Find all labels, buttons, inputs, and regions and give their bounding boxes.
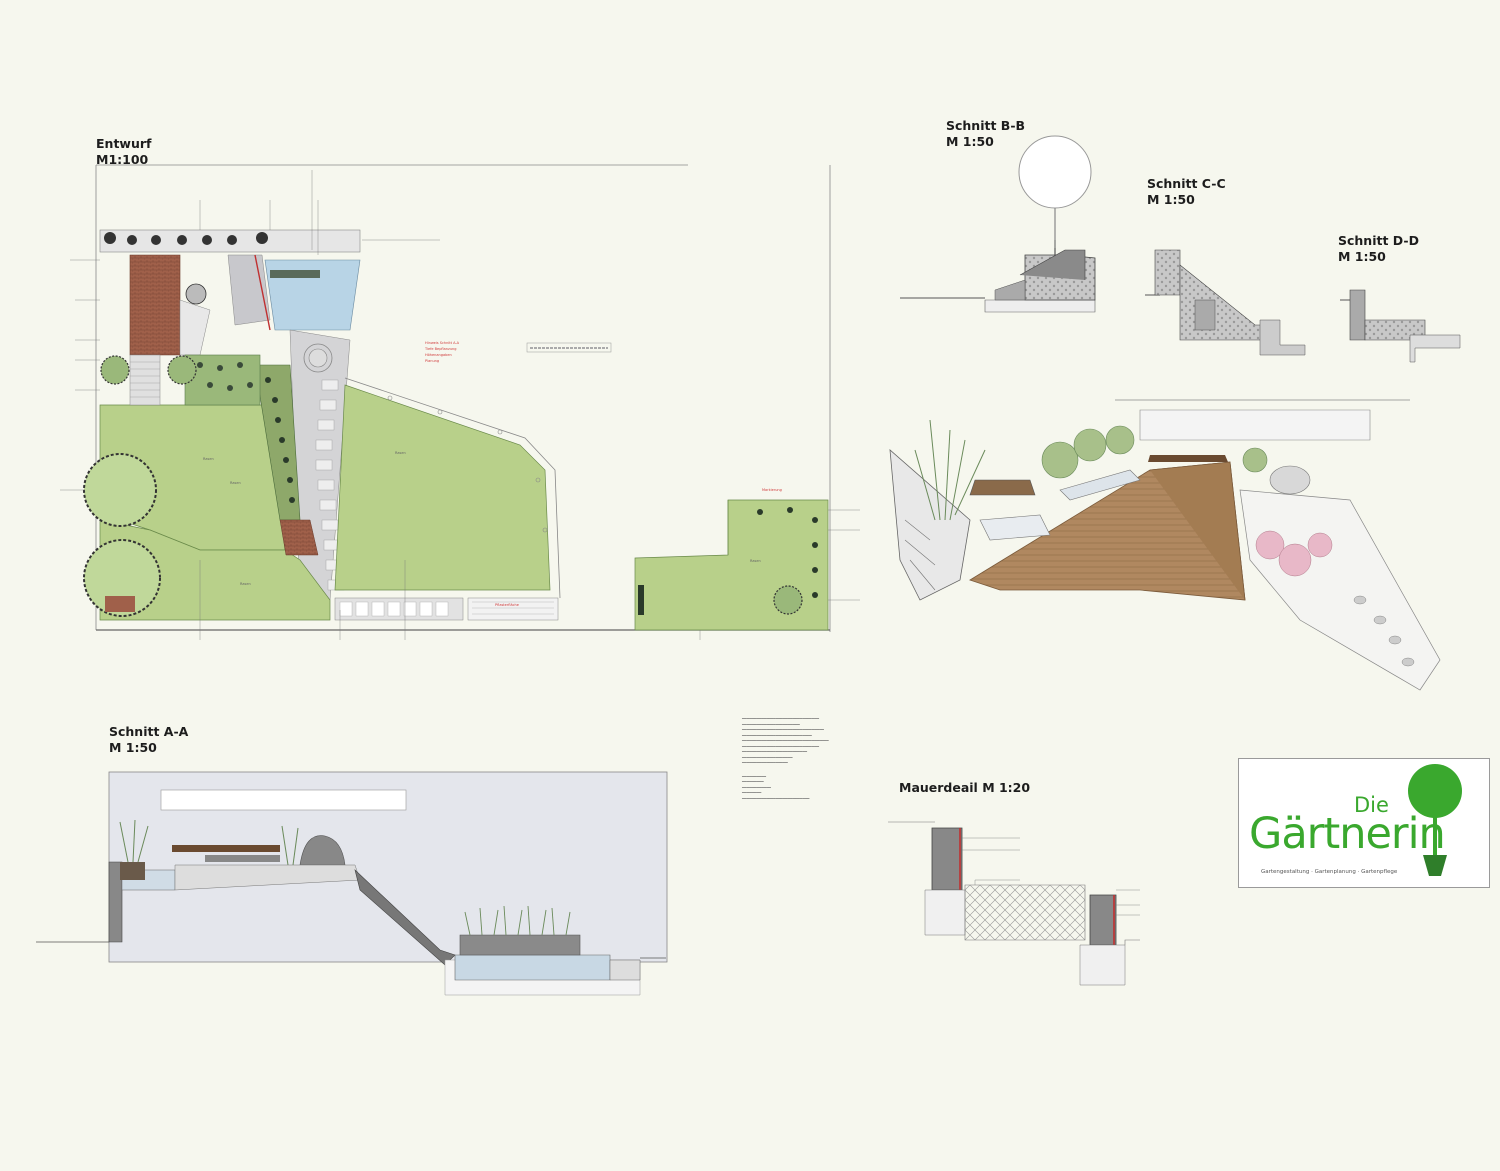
mauerdetail-title-text: Mauerdeail M 1:20 bbox=[899, 780, 1031, 795]
svg-text:Rasen: Rasen bbox=[203, 457, 214, 461]
svg-text:Rasen: Rasen bbox=[395, 451, 406, 455]
logo-tagline: Gartengestaltung · Gartenplanung · Garte… bbox=[1261, 869, 1398, 875]
schnitt-aa-title: Schnitt A-A M 1:50 bbox=[109, 724, 188, 756]
section-c-c-drawing bbox=[1145, 249, 1306, 356]
logo-name: Gärtnerin bbox=[1249, 809, 1446, 859]
schnitt-bb-title-text: Schnitt B-B bbox=[946, 118, 1026, 133]
svg-text:Markierung: Markierung bbox=[762, 488, 782, 492]
wall-detail-drawing bbox=[888, 821, 1140, 986]
mauerdetail-title: Mauerdeail M 1:20 bbox=[899, 780, 1030, 796]
section-b-b-drawing bbox=[900, 135, 1096, 313]
schnitt-cc-title: Schnitt C-C M 1:50 bbox=[1147, 176, 1226, 208]
logo-box: Die Gärtnerin Gartengestaltung · Gartenp… bbox=[1238, 758, 1490, 888]
section-a-a-drawing bbox=[36, 771, 668, 996]
schnitt-bb-scale: M 1:50 bbox=[946, 134, 994, 149]
logo-prefix: Die bbox=[1354, 793, 1389, 817]
entwurf-scale: M1:100 bbox=[96, 152, 149, 167]
entwurf-title: Entwurf M1:100 bbox=[96, 136, 151, 168]
entwurf-title-text: Entwurf bbox=[96, 136, 152, 151]
perspective-sketch bbox=[889, 399, 1441, 691]
svg-text:Höhenangaben: Höhenangaben bbox=[425, 353, 452, 357]
svg-text:Rasen: Rasen bbox=[230, 481, 241, 485]
schnitt-aa-title-text: Schnitt A-A bbox=[109, 724, 189, 739]
schnitt-dd-title: Schnitt D-D M 1:50 bbox=[1338, 233, 1419, 265]
logo-tree-icon bbox=[1408, 764, 1462, 876]
schnitt-cc-scale: M 1:50 bbox=[1147, 192, 1195, 207]
svg-text:Pflasterfläche: Pflasterfläche bbox=[495, 603, 519, 607]
site-plan: Hinweis Schnitt A-A Tiefe Bepflanzung Hö… bbox=[60, 164, 860, 640]
schnitt-cc-title-text: Schnitt C-C bbox=[1147, 176, 1226, 191]
svg-text:Planung: Planung bbox=[425, 359, 439, 363]
svg-text:Rasen: Rasen bbox=[750, 559, 761, 563]
section-d-d-drawing bbox=[1340, 289, 1461, 363]
plant-list: ━━━━━━━━━━━━━━━━━━━━━━━━━━━━━━━━ ━━━━━━━… bbox=[742, 716, 829, 801]
svg-text:Rasen: Rasen bbox=[240, 582, 251, 586]
schnitt-dd-title-text: Schnitt D-D bbox=[1338, 233, 1419, 248]
schnitt-aa-scale: M 1:50 bbox=[109, 740, 157, 755]
svg-text:Hinweis Schnitt A-A: Hinweis Schnitt A-A bbox=[425, 341, 460, 345]
schnitt-dd-scale: M 1:50 bbox=[1338, 249, 1386, 264]
svg-text:Tiefe Bepflanzung: Tiefe Bepflanzung bbox=[424, 347, 457, 351]
schnitt-bb-title: Schnitt B-B M 1:50 bbox=[946, 118, 1025, 150]
